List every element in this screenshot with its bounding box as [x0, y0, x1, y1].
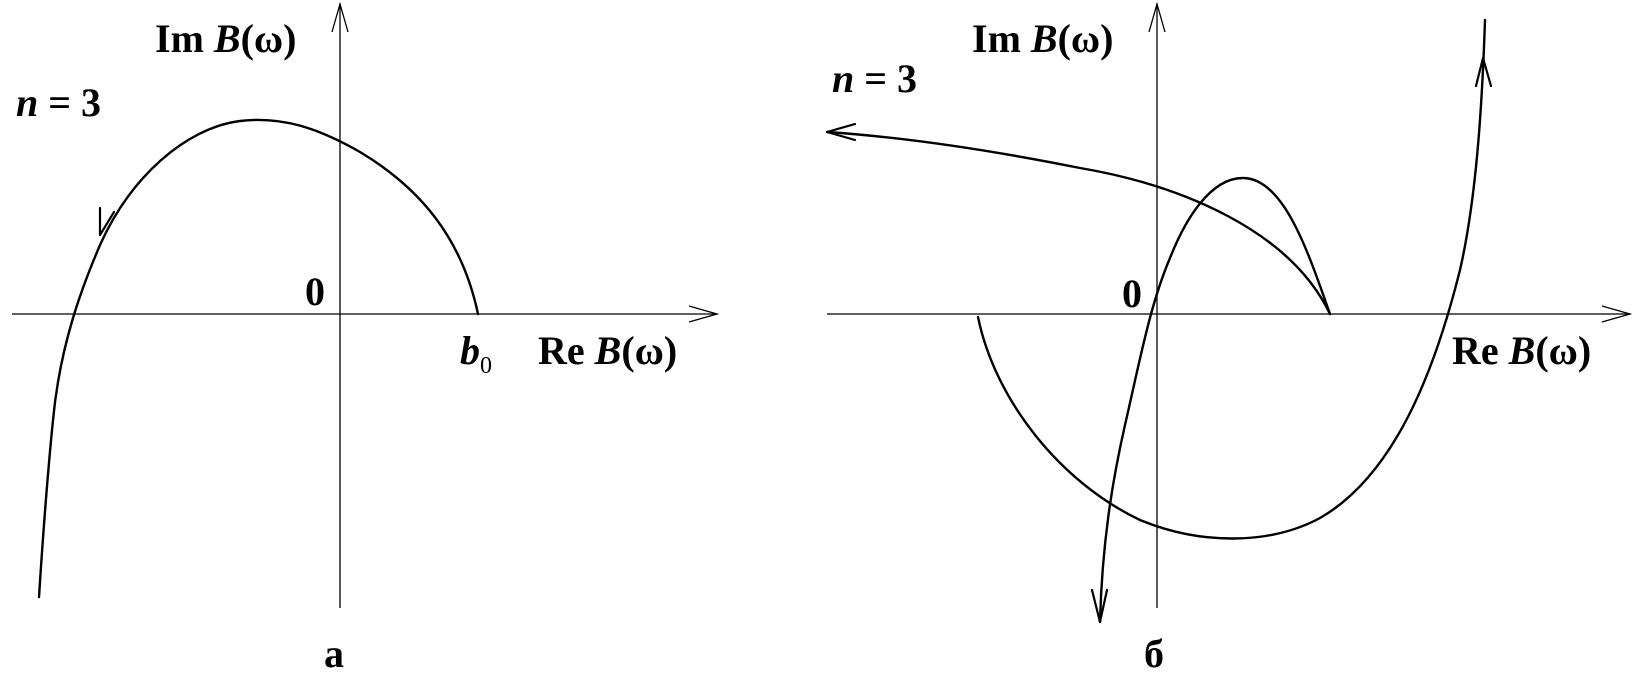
panel-b-caption: б [1144, 631, 1164, 676]
panel-b-x-axis-label: Re B(ω) [1452, 328, 1591, 373]
panel-b-lower-loop-curve [976, 18, 1487, 540]
panel-a-y-axis-label: Im B(ω) [155, 16, 296, 61]
panel-b-origin-label: 0 [1122, 271, 1142, 316]
panel-a-direction-arrow [98, 206, 116, 237]
panel-a-caption: а [324, 631, 344, 676]
panel-b-down-arrow [1090, 588, 1109, 624]
panel-b-n-label: n = 3 [832, 56, 917, 101]
panel-a-origin-label: 0 [305, 269, 325, 314]
panel-a-x-axis-arrowhead [688, 305, 720, 323]
panel-b-up-arrow [1474, 56, 1493, 88]
panel-b-y-axis-label: Im B(ω) [972, 16, 1113, 61]
panel-b-hump-curve [1098, 176, 1332, 624]
panel-b-upper-arc-curve [825, 130, 1332, 316]
panel-b-y-axis-arrowhead [1148, 1, 1166, 33]
panel-a-b0-label: b0 [460, 328, 492, 379]
panel-b-x-axis-arrowhead [1601, 305, 1633, 323]
panel-a: Im B(ω) n = 3 0 b0 Re B(ω) а [12, 1, 720, 676]
panel-a-y-axis-arrowhead [331, 1, 349, 33]
panel-b-left-arrow [825, 122, 857, 142]
panel-b: Im B(ω) n = 3 0 Re B(ω) б [825, 1, 1633, 676]
panel-a-x-axis-label: Re B(ω) [538, 328, 677, 373]
panel-a-n-label: n = 3 [16, 80, 101, 125]
panel-a-hodograph-curve [37, 118, 480, 599]
